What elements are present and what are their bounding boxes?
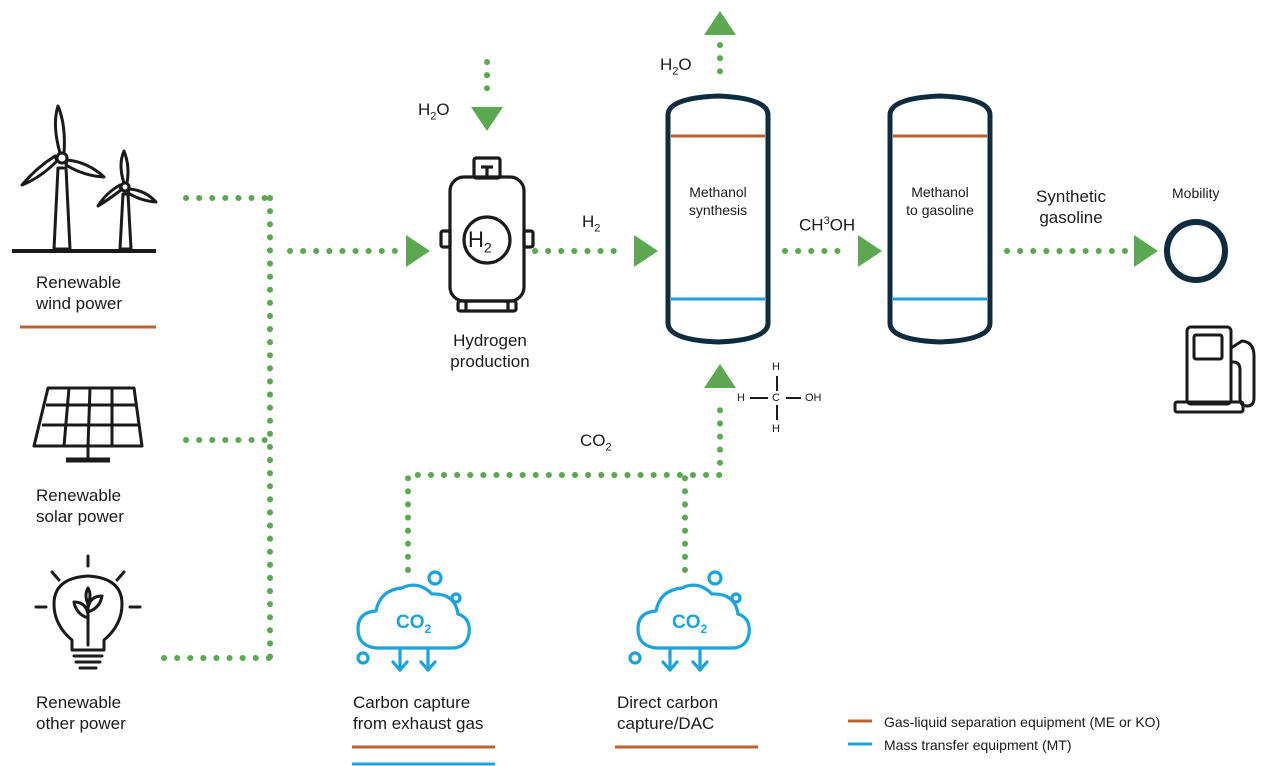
solar-label-line1: Renewable <box>36 486 122 505</box>
water-in-h: H <box>418 100 431 119</box>
mtg-label: Methanol to gasoline <box>890 183 990 219</box>
synthesis-label: Methanol synthesis <box>668 183 768 219</box>
gasoline-label-line2: gasoline <box>1039 208 1103 227</box>
methanol-product-label: CH3OH <box>799 211 855 236</box>
solar-panel-icon <box>32 386 144 463</box>
legend-mass-transfer-label: Mass transfer equipment (MT) <box>884 737 1072 753</box>
legend-separation-label: Gas-liquid separation equipment (ME or K… <box>884 714 1161 730</box>
co2-text: CO <box>580 431 606 450</box>
dac-label-line2: capture/DAC <box>617 714 715 733</box>
h2-output-label: H2 <box>582 211 600 239</box>
molecule-c: C <box>772 392 780 404</box>
cloud-co-1: CO <box>396 612 425 633</box>
wind-label-line1: Renewable <box>36 273 122 292</box>
other-label: Renewable other power <box>36 692 126 734</box>
wind-turbine-icon <box>12 104 158 253</box>
wheel-icon <box>1164 219 1228 283</box>
arrowhead-water-in <box>471 107 503 131</box>
arrowhead-to-synthesis <box>634 235 658 267</box>
molecule-h-top: H <box>772 361 780 373</box>
dac-label: Direct carbon capture/DAC <box>617 692 718 734</box>
cloud-co2-text-exhaust: CO2 <box>396 612 431 640</box>
molecule-oh: OH <box>805 392 822 404</box>
co2-cloud-icon <box>628 570 751 672</box>
ch-sup: 3 <box>823 215 830 227</box>
water-out-h: H <box>660 55 673 74</box>
hydrogen-label-line1: Hydrogen <box>453 331 527 350</box>
h2-out-h: H <box>582 212 595 231</box>
wind-label-line2: wind power <box>36 294 122 313</box>
solar-label: Renewable solar power <box>36 485 124 527</box>
tank-h2-label: H2 <box>468 227 492 260</box>
water-input-label: H2O <box>418 99 450 127</box>
cloud-co2-text-dac: CO2 <box>672 612 707 640</box>
mtg-label-line2: to gasoline <box>906 202 974 218</box>
methanol-molecule <box>750 376 801 420</box>
tank-sub: 2 <box>483 239 492 256</box>
hydrogen-label: Hydrogen production <box>430 330 550 372</box>
synthesis-label-line2: synthesis <box>688 202 748 218</box>
light-bulb-icon <box>34 554 142 670</box>
flow-co2-exhaust <box>405 397 723 573</box>
water-out-sub: 2 <box>672 65 679 78</box>
mobility-label: Mobility <box>1172 185 1220 201</box>
water-out-o: O <box>678 55 692 74</box>
exhaust-label-line1: Carbon capture <box>353 693 471 712</box>
other-label-line2: other power <box>36 714 126 733</box>
h2-out-sub: 2 <box>594 222 601 235</box>
co2-cloud-icon <box>356 570 471 672</box>
wind-label: Renewable wind power <box>36 272 122 314</box>
methanol-synthesis-vessel <box>665 93 771 345</box>
tank-h: H <box>468 227 484 252</box>
flow-lines <box>161 42 1128 661</box>
arrowhead-to-h2 <box>406 235 430 267</box>
arrowhead-to-mobility <box>1134 235 1158 267</box>
flow-arrowheads <box>406 11 1158 388</box>
exhaust-label: Carbon capture from exhaust gas <box>353 692 483 734</box>
cloud-co-2: CO <box>672 612 701 633</box>
synthesis-label-line1: Methanol <box>689 184 747 200</box>
ch-text: CH <box>799 215 824 235</box>
water-in-sub: 2 <box>430 110 437 123</box>
gasoline-label: Synthetic gasoline <box>1016 186 1126 228</box>
cloud-sub-2: 2 <box>700 621 708 636</box>
methanol-to-gasoline-vessel <box>887 93 993 345</box>
exhaust-label-line2: from exhaust gas <box>353 714 484 733</box>
molecule-h-left: H <box>737 392 745 404</box>
mtg-label-line1: Methanol <box>911 184 969 200</box>
other-label-line1: Renewable <box>36 693 122 712</box>
solar-label-line2: solar power <box>36 507 124 526</box>
arrowhead-water-out <box>704 11 736 35</box>
co2-sub: 2 <box>605 441 612 454</box>
fuel-pump-icon <box>1173 325 1256 414</box>
dac-label-line1: Direct carbon <box>617 693 719 712</box>
cloud-sub-1: 2 <box>424 621 432 636</box>
hydrogen-tank-icon <box>439 156 535 313</box>
water-output-label: H2O <box>660 54 692 82</box>
hydrogen-label-line2: production <box>450 352 530 371</box>
gasoline-label-line1: Synthetic <box>1036 187 1106 206</box>
arrowhead-to-gasoline <box>858 235 882 267</box>
oh-text: OH <box>829 215 856 235</box>
water-in-o: O <box>436 100 450 119</box>
arrowhead-co2 <box>704 364 736 388</box>
molecule-h-bottom: H <box>772 423 780 435</box>
co2-label: CO2 <box>580 430 612 458</box>
